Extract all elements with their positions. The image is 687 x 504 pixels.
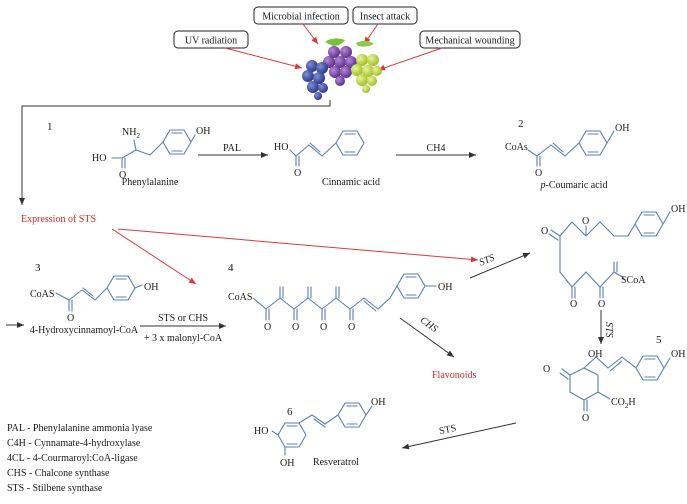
legend-item: STS - Stilbene synthase (7, 483, 103, 494)
phenylalanine-structure: OH NH2 HO O (92, 126, 210, 181)
svg-text:O: O (582, 413, 589, 424)
resveratrol-structure: HO OH OH (254, 397, 385, 469)
pal-label: PAL (223, 143, 241, 154)
svg-text:O: O (67, 313, 74, 324)
microbial-arrow (302, 23, 319, 45)
expression-to-step4-arrow (111, 228, 197, 285)
p-coumaric-label: p-Coumaric acid (540, 180, 608, 191)
svg-text:Mechanical wounding: Mechanical wounding (425, 36, 514, 47)
stressor-microbial-box: Microbial infection (253, 6, 349, 25)
svg-text:O: O (264, 322, 271, 333)
legend-item: PAL - Phenylalanine ammonia lyase (7, 423, 153, 434)
legend-item: CHS - Chalcone synthase (7, 468, 110, 479)
svg-text:CoAS: CoAS (228, 292, 252, 303)
chs-label: CHS (418, 315, 440, 335)
svg-text:O: O (294, 168, 301, 179)
legend-item: 4CL - 4-Courmaroyl:CoA-ligase (7, 453, 138, 464)
sts-final-arrow (401, 422, 517, 450)
svg-text:OH: OH (615, 123, 629, 134)
svg-text:CO2H: CO2H (611, 397, 636, 410)
polyketide-structure: O O OH O O SCoA (541, 204, 685, 310)
svg-text:OH: OH (438, 282, 452, 293)
step-number-1: 1 (47, 121, 53, 133)
svg-text:OH: OH (588, 349, 602, 360)
step-number-4: 4 (228, 262, 234, 274)
hydroxycinnamoyl-coa-label: 4-Hydroxycinnamoyl-CoA (30, 325, 139, 336)
svg-text:CoAs: CoAs (505, 142, 528, 153)
svg-text:UV radiation: UV radiation (185, 36, 237, 47)
sts-or-chs-label: STS or CHS (158, 313, 208, 324)
svg-text:Microbial infection: Microbial infection (262, 12, 339, 23)
ch4-label: CH4 (427, 143, 446, 154)
stressor-mechanical-box: Mechanical wounding (419, 30, 521, 49)
svg-text:HO: HO (274, 142, 288, 153)
cyclic-intermediate-structure: O O OH OH CO2H (543, 349, 685, 424)
grapes-to-expression-arrow (19, 100, 331, 205)
tetraketide-structure: CoAS OH O O O O (228, 273, 452, 333)
svg-text:CoAS: CoAS (30, 289, 54, 300)
stressor-uv-box: UV radiation (173, 30, 249, 49)
svg-text:O: O (535, 168, 542, 179)
svg-text:OH: OH (671, 349, 685, 360)
insect-arrow (363, 23, 379, 45)
phenylalanine-label: Phenylalanine (122, 177, 179, 188)
svg-text:O: O (570, 299, 577, 310)
step-number-6: 6 (287, 406, 293, 418)
svg-text:O: O (320, 322, 327, 333)
svg-text:OH: OH (371, 397, 385, 408)
mechanical-arrow (377, 47, 443, 71)
chs-arrow (399, 317, 455, 358)
grapes-image (302, 38, 382, 100)
sts-upper-label: STS (478, 252, 497, 268)
p-coumaric-structure: OH CoAs O (505, 123, 629, 179)
sts-final-label: STS (438, 423, 457, 437)
sts-upper-arrow (469, 252, 531, 279)
expression-to-polyketide-arrow (117, 228, 479, 263)
svg-text:O: O (119, 170, 126, 181)
legend-item: C4H - Cynnamate-4-hydroxylase (7, 438, 141, 449)
svg-text:OH: OH (280, 458, 294, 469)
svg-text:O: O (541, 226, 548, 237)
cinnamic-acid-label: Cinnamic acid (322, 177, 380, 188)
svg-text:HO: HO (254, 426, 268, 437)
svg-text:SCoA: SCoA (621, 275, 646, 286)
enzyme-legend: PAL - Phenylalanine ammonia lyase C4H - … (7, 423, 153, 494)
svg-text:O: O (348, 322, 355, 333)
svg-text:HO: HO (92, 153, 106, 164)
cinnamic-acid-structure: HO O (274, 130, 365, 179)
svg-text:Insect attack: Insect attack (360, 12, 410, 23)
flavonoids-label: Flavonoids (432, 370, 477, 381)
svg-text:O: O (543, 364, 550, 375)
malonyl-coa-label: + 3 x malonyl-CoA (144, 333, 223, 344)
expression-of-sts-label: Expression of STS (21, 214, 96, 225)
svg-text:OH: OH (144, 282, 158, 293)
stressor-insect-box: Insect attack (352, 6, 418, 25)
hydroxycinnamoyl-coa-structure: OH CoAS O (30, 275, 158, 324)
sts-down-label: STS (603, 322, 614, 338)
svg-text:NH2: NH2 (122, 127, 140, 140)
step-number-2: 2 (518, 118, 524, 130)
svg-text:OH: OH (671, 204, 685, 215)
svg-text:O: O (598, 299, 605, 310)
svg-text:O: O (582, 216, 589, 227)
step-number-5: 5 (656, 334, 662, 346)
uv-arrow (224, 47, 303, 70)
resveratrol-label: Resveratrol (313, 457, 359, 468)
svg-text:OH: OH (196, 126, 210, 137)
svg-text:O: O (292, 322, 299, 333)
step-number-3: 3 (35, 262, 41, 274)
